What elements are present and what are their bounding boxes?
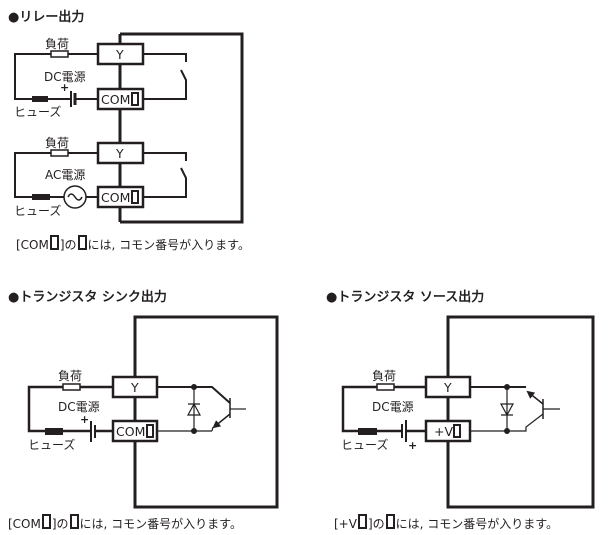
sink-load-label: 負荷 [58,369,82,383]
source-plc-enclosure [446,315,595,509]
source-terminal-y-label: Y [443,380,452,395]
relay-output-title: ●リレー出力 [8,10,85,25]
relay2-contact-wire [143,152,187,198]
sink-output-wire [157,386,231,404]
sink-diode-icon [186,402,202,416]
relay1-terminal-com-label: COM [101,92,130,107]
relay1-fuse [32,96,48,102]
relay2-source-label: AC電源 [45,168,85,182]
sink-load-wire [27,385,113,433]
sink-plus-label: + [80,413,89,426]
common-number-placeholder-icon [146,424,154,438]
sink-fuse [45,428,63,435]
relay1-fuse-label: ヒューズ [14,104,61,119]
relay-circuit [14,32,244,224]
sink-terminal-com-label: COM [116,424,145,439]
relay2-fuse-label: ヒューズ [14,203,61,218]
relay2-load-label: 負荷 [45,136,69,150]
relay-note: [COM]のには, コモン番号が入ります。 [16,235,250,253]
source-fuse-label: ヒューズ [341,437,388,452]
placeholder-box-icon [69,514,79,529]
common-number-placeholder-icon [131,92,139,106]
source-load-resistor [376,383,395,391]
source-plus-label: + [408,439,417,452]
source-load-label: 負荷 [372,369,396,383]
placeholder-box-icon [49,235,59,250]
relay1-terminal-y-label: Y [115,47,124,62]
relay1-load-label: 負荷 [45,37,69,51]
relay-plc-enclosure [120,32,244,224]
common-number-placeholder-icon [131,190,139,204]
relay1-source-label: DC電源 [44,70,86,84]
relay1-contact-wire [143,53,187,100]
sink-source-label: DC電源 [58,400,100,414]
relay1-load-resistor [50,50,69,58]
source-output-title: ●トランジスタ ソース出力 [326,290,485,305]
relay2-load-wire [14,152,98,198]
placeholder-box-icon [385,514,395,529]
sink-terminal-y-label: Y [130,380,139,395]
placeholder-box-icon [357,514,367,529]
source-diode-icon [499,403,515,417]
sink-output-title: ●トランジスタ シンク出力 [8,290,167,305]
ac-wave-icon [67,193,83,201]
sink-plc-enclosure [133,315,279,509]
relay2-terminal-y-label: Y [115,146,124,161]
sink-note: [COM]のには, コモン番号が入ります。 [8,514,242,532]
sink-load-resistor [62,383,81,391]
source-source-label: DC電源 [372,400,414,414]
sink-fuse-label: ヒューズ [28,437,75,452]
placeholder-box-icon [77,235,87,250]
relay2-fuse [32,194,50,200]
placeholder-box-icon [41,514,51,529]
relay1-load-wire [14,53,98,100]
common-number-placeholder-icon [453,424,461,438]
relay2-terminal-com-label: COM [101,190,130,205]
source-fuse [358,428,377,435]
source-note: [+V]のには, コモン番号が入ります。 [334,514,558,532]
relay2-load-resistor [50,149,69,157]
relay1-plus-label: + [60,81,69,94]
source-terminal-v-label: +V [434,424,453,439]
source-load-wire [341,385,426,433]
